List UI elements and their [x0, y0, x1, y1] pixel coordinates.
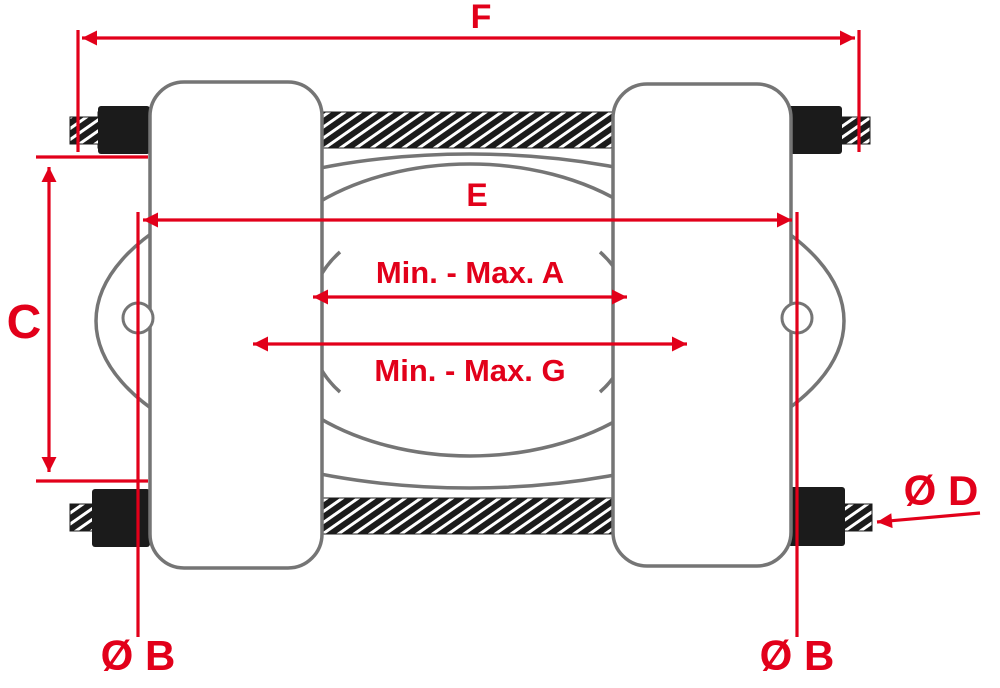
dimension-annotations: F E Min. - Max. A Min. - Max. G C Ø D Ø …	[7, 0, 981, 679]
stud-bottom-right	[841, 503, 873, 532]
right-jaw-block	[611, 82, 793, 568]
dim-d-leader	[876, 511, 981, 529]
nut-top-right	[788, 106, 842, 154]
jaw-blocks	[148, 80, 793, 570]
dim-b-right-label: Ø B	[760, 632, 835, 679]
dim-a-label: Min. - Max. A	[376, 255, 564, 290]
dim-b-left-label: Ø B	[101, 632, 176, 679]
nut-bottom-right	[788, 487, 845, 546]
dim-f-label: F	[471, 0, 492, 36]
dim-g-label: Min. - Max. G	[374, 353, 565, 388]
stud-top-right	[839, 116, 871, 145]
stud-top-left	[69, 116, 103, 145]
nut-top-left	[98, 106, 150, 154]
dim-c-label: C	[7, 296, 42, 349]
dim-e-label: E	[466, 177, 487, 213]
nut-bottom-left	[92, 489, 150, 547]
dim-d-label: Ø D	[904, 467, 979, 514]
left-jaw-block	[148, 80, 324, 570]
